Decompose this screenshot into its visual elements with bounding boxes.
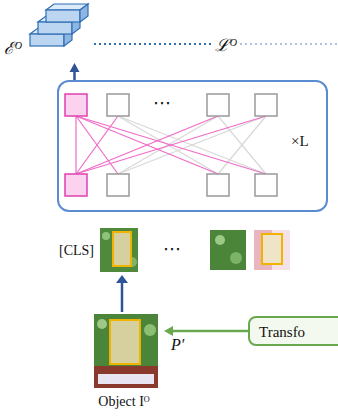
ellipsis-holder: ⋯ bbox=[162, 238, 182, 259]
ellipsis: ⋯ bbox=[162, 238, 182, 259]
object-image-node: Object Iᴼ bbox=[84, 314, 164, 412]
transformation-box: Transfo bbox=[248, 316, 338, 346]
ellipsis-holder: ⋯ bbox=[152, 92, 172, 113]
node-text: ℰᴼ bbox=[4, 36, 22, 59]
edge-label-holder: P′ bbox=[170, 336, 185, 354]
embedding-output: ℰᴼ bbox=[2, 2, 92, 63]
image-patches bbox=[100, 228, 290, 272]
attention-lines bbox=[76, 116, 266, 174]
object-image bbox=[94, 314, 158, 388]
loss-label: ℒᴼ bbox=[214, 33, 238, 56]
dotted-line bbox=[240, 43, 338, 45]
connector bbox=[70, 63, 80, 80]
node-text: ×L bbox=[291, 133, 309, 150]
arrow-head bbox=[164, 326, 173, 336]
connector-line bbox=[171, 330, 248, 333]
transformer-block: ×L bbox=[57, 80, 328, 212]
edge-label: P′ bbox=[170, 336, 185, 354]
ellipsis: ⋯ bbox=[152, 92, 172, 113]
node-text: Transfo bbox=[259, 324, 305, 341]
loss-label-holder: ℒᴼ bbox=[214, 33, 238, 56]
cls-token-label: [CLS] bbox=[58, 243, 95, 259]
cls-token-label-holder: [CLS] bbox=[58, 241, 95, 259]
arrow-head bbox=[70, 63, 80, 72]
input-arrow bbox=[116, 275, 128, 312]
embedding-stack bbox=[30, 4, 88, 46]
connector bbox=[164, 326, 248, 336]
dotted-line bbox=[94, 43, 212, 45]
node-text: Object Iᴼ bbox=[98, 394, 149, 410]
